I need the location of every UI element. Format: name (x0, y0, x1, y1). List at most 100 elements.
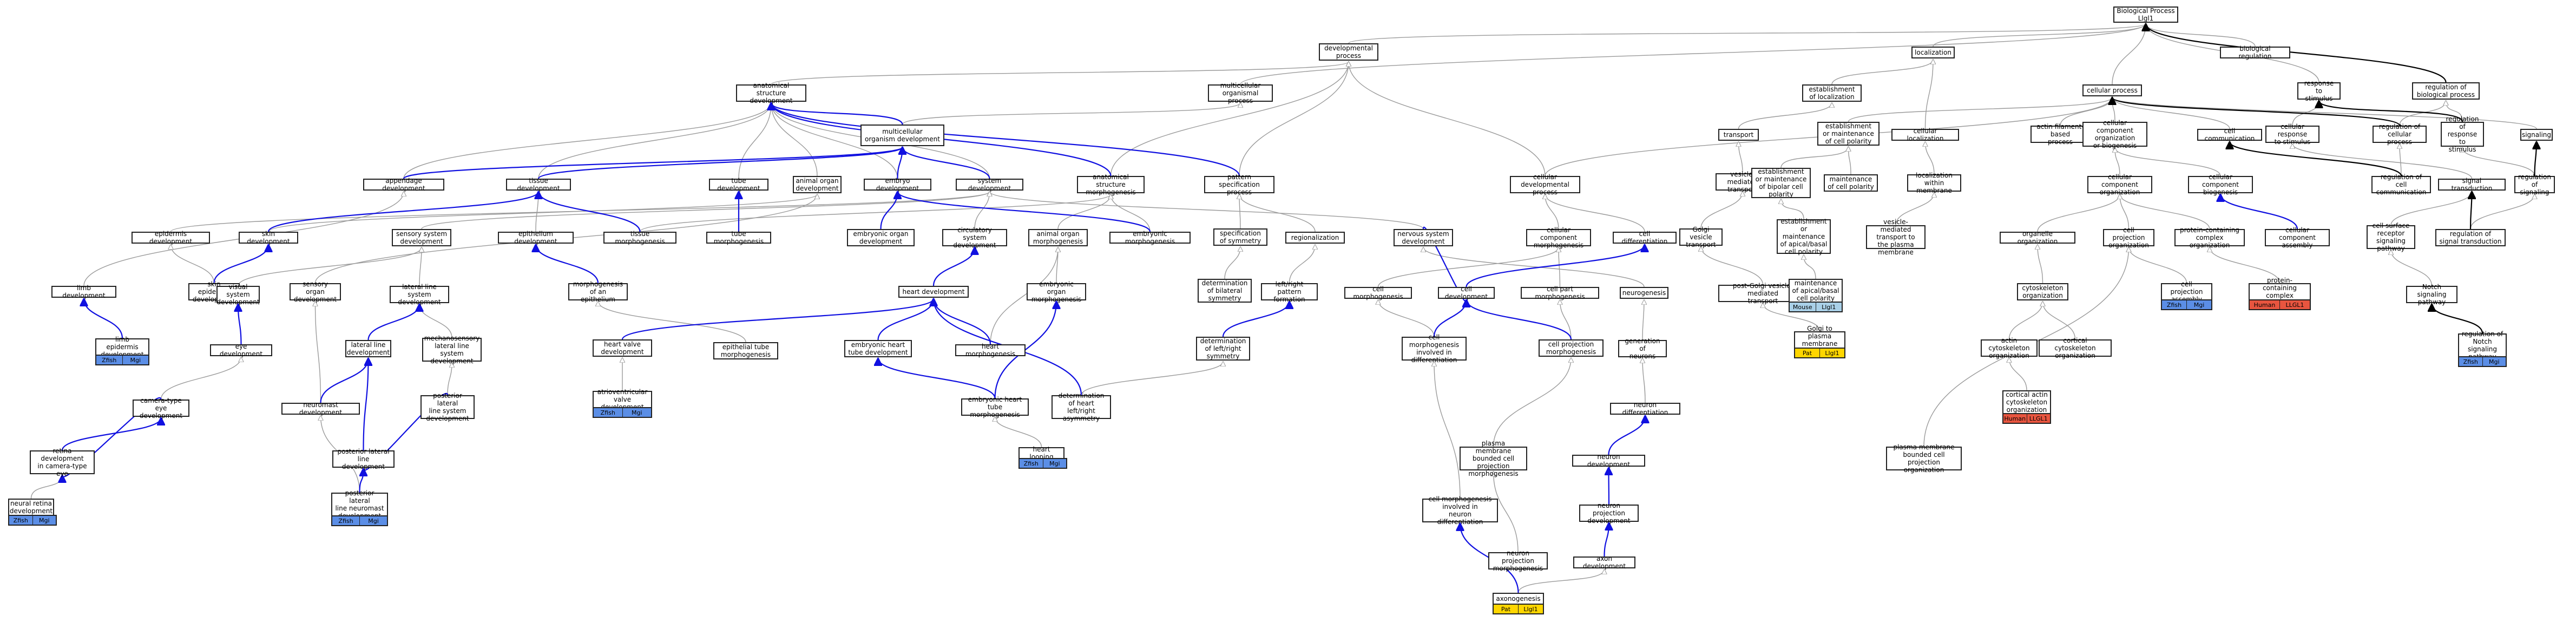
term-node-animal-organ-dev[interactable]: animal organ development (793, 176, 842, 193)
term-node-post-neuromast[interactable]: posterior lateral line neuromast develop… (331, 489, 388, 520)
term-node-regionalization[interactable]: regionalization (1285, 232, 1345, 244)
term-node-lateral-line-dev[interactable]: lateral line development (345, 340, 391, 357)
term-node-cortical-cyto-org[interactable]: cortical cytoskeleton organization (2039, 337, 2112, 359)
term-node-reg-signal-trans[interactable]: regulation of signal transduction (2435, 229, 2506, 246)
term-node-pm-bounded-org[interactable]: plasma membrane bounded cell projection … (1886, 443, 1962, 474)
term-node-av-valve[interactable]: atrioventricular valve development (593, 388, 652, 411)
annotation-badge[interactable]: Zfish (2162, 300, 2186, 309)
term-node-golgi-pm[interactable]: Golgi to plasma membrane transport (1794, 325, 1845, 355)
annotation-badge[interactable]: LLGL1 (2279, 300, 2310, 309)
term-node-tissue-dev[interactable]: tissue development (506, 177, 571, 192)
term-node-neuron-proj-morph[interactable]: neuron projection morphogenesis (1488, 549, 1548, 572)
term-node-pattern-spec[interactable]: pattern specification process (1204, 173, 1274, 196)
term-node-heart-dev[interactable]: heart development (898, 286, 969, 298)
term-node-sensory-sys[interactable]: sensory system development (392, 229, 451, 246)
term-node-resp-stim[interactable]: response to stimulus (2297, 80, 2341, 102)
term-node-circ-sys[interactable]: circulatory system development (942, 226, 1007, 249)
term-node-determ-bilat[interactable]: determination of bilateral symmetry (1198, 279, 1252, 303)
term-node-axon-dev[interactable]: axon development (1573, 555, 1635, 570)
term-node-maint-polarity[interactable]: maintenance of cell polarity (1824, 174, 1878, 192)
term-node-anat-morph[interactable]: anatomical structure morphogenesis (1077, 173, 1145, 196)
term-node-pm-bounded-morph[interactable]: plasma membrane bounded cell projection … (1460, 440, 1527, 477)
term-node-estab-maint[interactable]: establishment or maintenance of cell pol… (1817, 122, 1880, 146)
term-node-emb-organ-morph[interactable]: embryonic organ morphogenesis (1027, 280, 1086, 303)
term-node-vesicle-pm[interactable]: vesicle-mediated transport to the plasma… (1866, 218, 1926, 256)
term-node-cell-morph-neuron[interactable]: cell morphogenesis involved in neuron di… (1422, 495, 1498, 526)
term-node-anat-dev[interactable]: anatomical structure development (736, 82, 806, 104)
term-node-camera-eye[interactable]: camera-type eye development (133, 397, 189, 420)
term-node-notch[interactable]: Notch signaling pathway (2406, 283, 2457, 306)
annotation-badge[interactable]: Mgi (622, 408, 651, 417)
annotation-badge[interactable]: Zfish (2459, 357, 2482, 366)
term-node-limb-dev[interactable]: limb development (51, 284, 116, 299)
annotation-badge[interactable]: Zfish (9, 516, 32, 525)
annotation-badge[interactable]: Human (2250, 300, 2279, 309)
term-node-post-lat-line-sys[interactable]: posterior lateral line system developmen… (420, 392, 475, 422)
term-node-cell-part-morph[interactable]: cell part morphogenesis (1521, 285, 1599, 300)
annotation-badge[interactable]: Mgi (359, 516, 387, 525)
term-node-multi-dev[interactable]: multicellular organism development (860, 125, 944, 146)
term-node-axonogenesis[interactable]: axonogenesis (1493, 593, 1544, 605)
term-node-golgi-vesicle[interactable]: Golgi vesicle transport (1679, 226, 1723, 248)
term-node-eye-dev[interactable]: eye development (210, 343, 272, 358)
term-node-estab-loc[interactable]: establishment of localization (1802, 84, 1862, 102)
term-node-cell-dev-proc[interactable]: cellular developmental process (1510, 173, 1580, 196)
term-node-gen-neurons[interactable]: generation of neurons (1618, 337, 1667, 360)
term-node-neurogenesis[interactable]: neurogenesis (1620, 287, 1668, 299)
term-node-appendage[interactable]: appendage development (363, 177, 444, 192)
term-node-reg-cellcomm[interactable]: regulation of cell communication (2371, 173, 2431, 196)
term-node-sensory-organ[interactable]: sensory organ development (290, 280, 341, 303)
term-node-cell-resp-stim[interactable]: cellular response to stimulus (2265, 123, 2319, 146)
term-node-signal-trans[interactable]: signal transduction (2438, 177, 2506, 192)
term-node-cell-diff[interactable]: cell differentiation (1613, 230, 1677, 245)
term-node-tissue-morph[interactable]: tissue morphogenesis (603, 230, 676, 245)
term-node-animal-organ-morph[interactable]: animal organ morphogenesis (1028, 229, 1088, 246)
term-node-emb-heart-tube-dev[interactable]: embryonic heart tube development (844, 340, 912, 357)
term-node-estab-apicobasal[interactable]: establishment or maintenance of apical/b… (1777, 218, 1831, 256)
term-node-maint-apicobasal[interactable]: maintenance of apical/basal cell polarit… (1789, 279, 1843, 303)
annotation-badge[interactable]: Zfish (594, 408, 622, 417)
term-node-lateral-line-sys[interactable]: lateral line system development (390, 283, 449, 306)
annotation-badge[interactable]: Zfish (332, 516, 359, 525)
term-node-emb-organ-dev[interactable]: embryonic organ development (847, 229, 915, 246)
term-node-multi-proc[interactable]: multicellular organismal process (1208, 82, 1273, 104)
annotation-badge[interactable]: Pat (1494, 605, 1518, 613)
term-node-estab-bipolar[interactable]: establishment or maintenance of bipolar … (1751, 168, 1811, 198)
term-node-system-dev[interactable]: system development (956, 177, 1023, 192)
term-node-retina-dev[interactable]: retina development in camera-type eye (30, 447, 95, 477)
term-node-visual-sys[interactable]: visual system development (216, 283, 260, 306)
term-node-ccomp-org-bio[interactable]: cellular component organization or bioge… (2082, 119, 2147, 149)
term-node-neuromast-dev[interactable]: neuromast development (281, 401, 360, 416)
term-node-ccomp-bio[interactable]: cellular component biogenesis (2188, 173, 2253, 196)
term-node-actin-cyto-org[interactable]: actin cytoskeleton organization (1981, 337, 2038, 359)
annotation-badge[interactable]: Llgl1 (1518, 605, 1543, 613)
annotation-badge[interactable]: Zfish (96, 356, 122, 364)
annotation-badge[interactable]: Mgi (2186, 300, 2211, 309)
term-node-root[interactable]: Biological Process Llgl1 (2113, 6, 2178, 23)
term-node-cell-surface-rec[interactable]: cell surface receptor signaling pathway (2367, 222, 2415, 252)
term-node-morph-epithelium[interactable]: morphogenesis of an epithelium (568, 280, 628, 303)
term-node-cell-loc[interactable]: cellular localization (1891, 127, 1959, 142)
term-node-determ-lr[interactable]: determination of left/right symmetry (1196, 337, 1250, 361)
term-node-limb-epidermis[interactable]: limb epidermis development (95, 336, 149, 358)
term-node-cellproc[interactable]: cellular process (2082, 84, 2142, 96)
term-node-emb-heart-tube-morph[interactable]: embryonic heart tube morphogenesis (961, 396, 1029, 418)
term-node-heart-morph[interactable]: heart morphogenesis (955, 343, 1026, 358)
term-node-mechanosensory[interactable]: mechanosensory lateral line system devel… (422, 335, 482, 365)
term-node-bioreg[interactable]: biological regulation (2220, 45, 2290, 60)
term-node-tube-morph[interactable]: tube morphogenesis (706, 230, 771, 245)
term-node-reg-notch[interactable]: regulation of Notch signaling pathway (2458, 330, 2507, 361)
term-node-neural-retina[interactable]: neural retina development (8, 499, 54, 516)
term-node-ccomp-morph[interactable]: cellular component morphogenesis (1526, 226, 1591, 249)
annotation-badge[interactable]: Mgi (2482, 357, 2506, 366)
term-node-epithelium[interactable]: epithelium development (498, 230, 574, 245)
term-node-organelle-org[interactable]: organelle organization (2000, 230, 2075, 245)
annotation-badge[interactable]: Mgi (1042, 459, 1066, 468)
annotation-badge[interactable]: Mgi (122, 356, 148, 364)
term-node-protein-complex-org[interactable]: protein-containing complex organization (2174, 226, 2245, 249)
term-node-actin-proc[interactable]: actin filament-based process (2030, 123, 2090, 146)
term-node-reg-bioproc[interactable]: regulation of biological process (2412, 82, 2480, 100)
term-node-localization[interactable]: localization (1911, 47, 1955, 58)
term-node-cell-proj-assembly[interactable]: cell projection assembly (2161, 280, 2212, 303)
term-node-cortical-actin[interactable]: cortical actin cytoskeleton organization (2002, 390, 2051, 414)
